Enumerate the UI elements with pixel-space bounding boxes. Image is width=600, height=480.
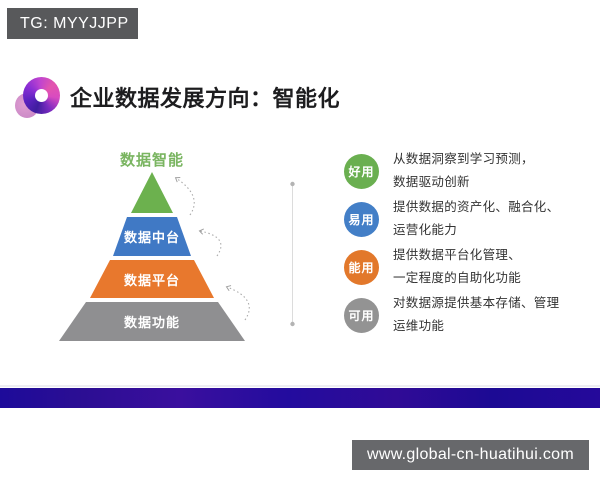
feature-line: 从数据洞察到学习预测， <box>393 152 534 166</box>
feature-badge-haoyong: 好用 <box>344 153 379 189</box>
feature-text-keyong: 对数据源提供基本存储、管理 运维功能 <box>393 292 559 338</box>
feature-list: 好用 从数据洞察到学习预测， 数据驱动创新 易用 提供数据的资产化、融合化、 运… <box>344 148 596 340</box>
feature-line: 运营化能力 <box>393 223 458 237</box>
pyramid-level-data-middle-platform: 数据中台 <box>113 217 191 256</box>
feature-line: 对数据源提供基本存储、管理 <box>393 296 560 310</box>
pyramid-level-data-function: 数据功能 <box>59 302 245 341</box>
feature-badge-yiyong: 易用 <box>344 201 379 237</box>
feature-badge-keyong: 可用 <box>344 297 379 333</box>
pyramid-level-data-platform: 数据平台 <box>90 260 214 298</box>
feature-text-haoyong: 从数据洞察到学习预测， 数据驱动创新 <box>393 148 534 194</box>
pyramid-level-data-intelligence <box>131 172 173 213</box>
brand-logo-icon <box>15 76 61 118</box>
pyramid-top-label: 数据智能 <box>119 152 184 169</box>
feature-line: 运维功能 <box>393 319 445 333</box>
site-url-badge: www.global-cn-huatihui.com <box>352 440 589 470</box>
site-url-text: www.global-cn-huatihui.com <box>366 446 574 463</box>
feature-line: 提供数据平台化管理、 <box>393 248 522 262</box>
feature-line: 数据驱动创新 <box>393 175 470 189</box>
feature-text-nengyong: 提供数据平台化管理、 一定程度的自助化功能 <box>393 244 521 290</box>
feature-line: 一定程度的自助化功能 <box>393 271 522 285</box>
feature-text-yiyong: 提供数据的资产化、融合化、 运营化能力 <box>393 196 559 242</box>
bottom-accent-bar <box>0 388 600 408</box>
slide-bottom-edge <box>0 385 600 387</box>
tg-badge-label: TG: MYYJJPP <box>20 14 129 32</box>
page-title: 企业数据发展方向：智能化 <box>70 86 341 111</box>
logo-hole <box>35 89 48 102</box>
feature-row-yiyong: 易用 提供数据的资产化、融合化、 运营化能力 <box>344 196 596 242</box>
pyramid-diagram: 数据智能 数据中台 数据平台 数据功能 <box>57 149 247 341</box>
logo-ring <box>23 77 60 114</box>
feature-line: 提供数据的资产化、融合化、 <box>393 200 560 214</box>
feature-badge-nengyong: 能用 <box>344 249 379 285</box>
feature-row-keyong: 可用 对数据源提供基本存储、管理 运维功能 <box>344 292 596 338</box>
feature-row-nengyong: 能用 提供数据平台化管理、 一定程度的自助化功能 <box>344 244 596 290</box>
feature-row-haoyong: 好用 从数据洞察到学习预测， 数据驱动创新 <box>344 148 596 194</box>
tg-badge: TG: MYYJJPP <box>7 8 138 39</box>
title-row: 企业数据发展方向：智能化 <box>15 76 340 118</box>
vertical-divider <box>290 181 295 327</box>
